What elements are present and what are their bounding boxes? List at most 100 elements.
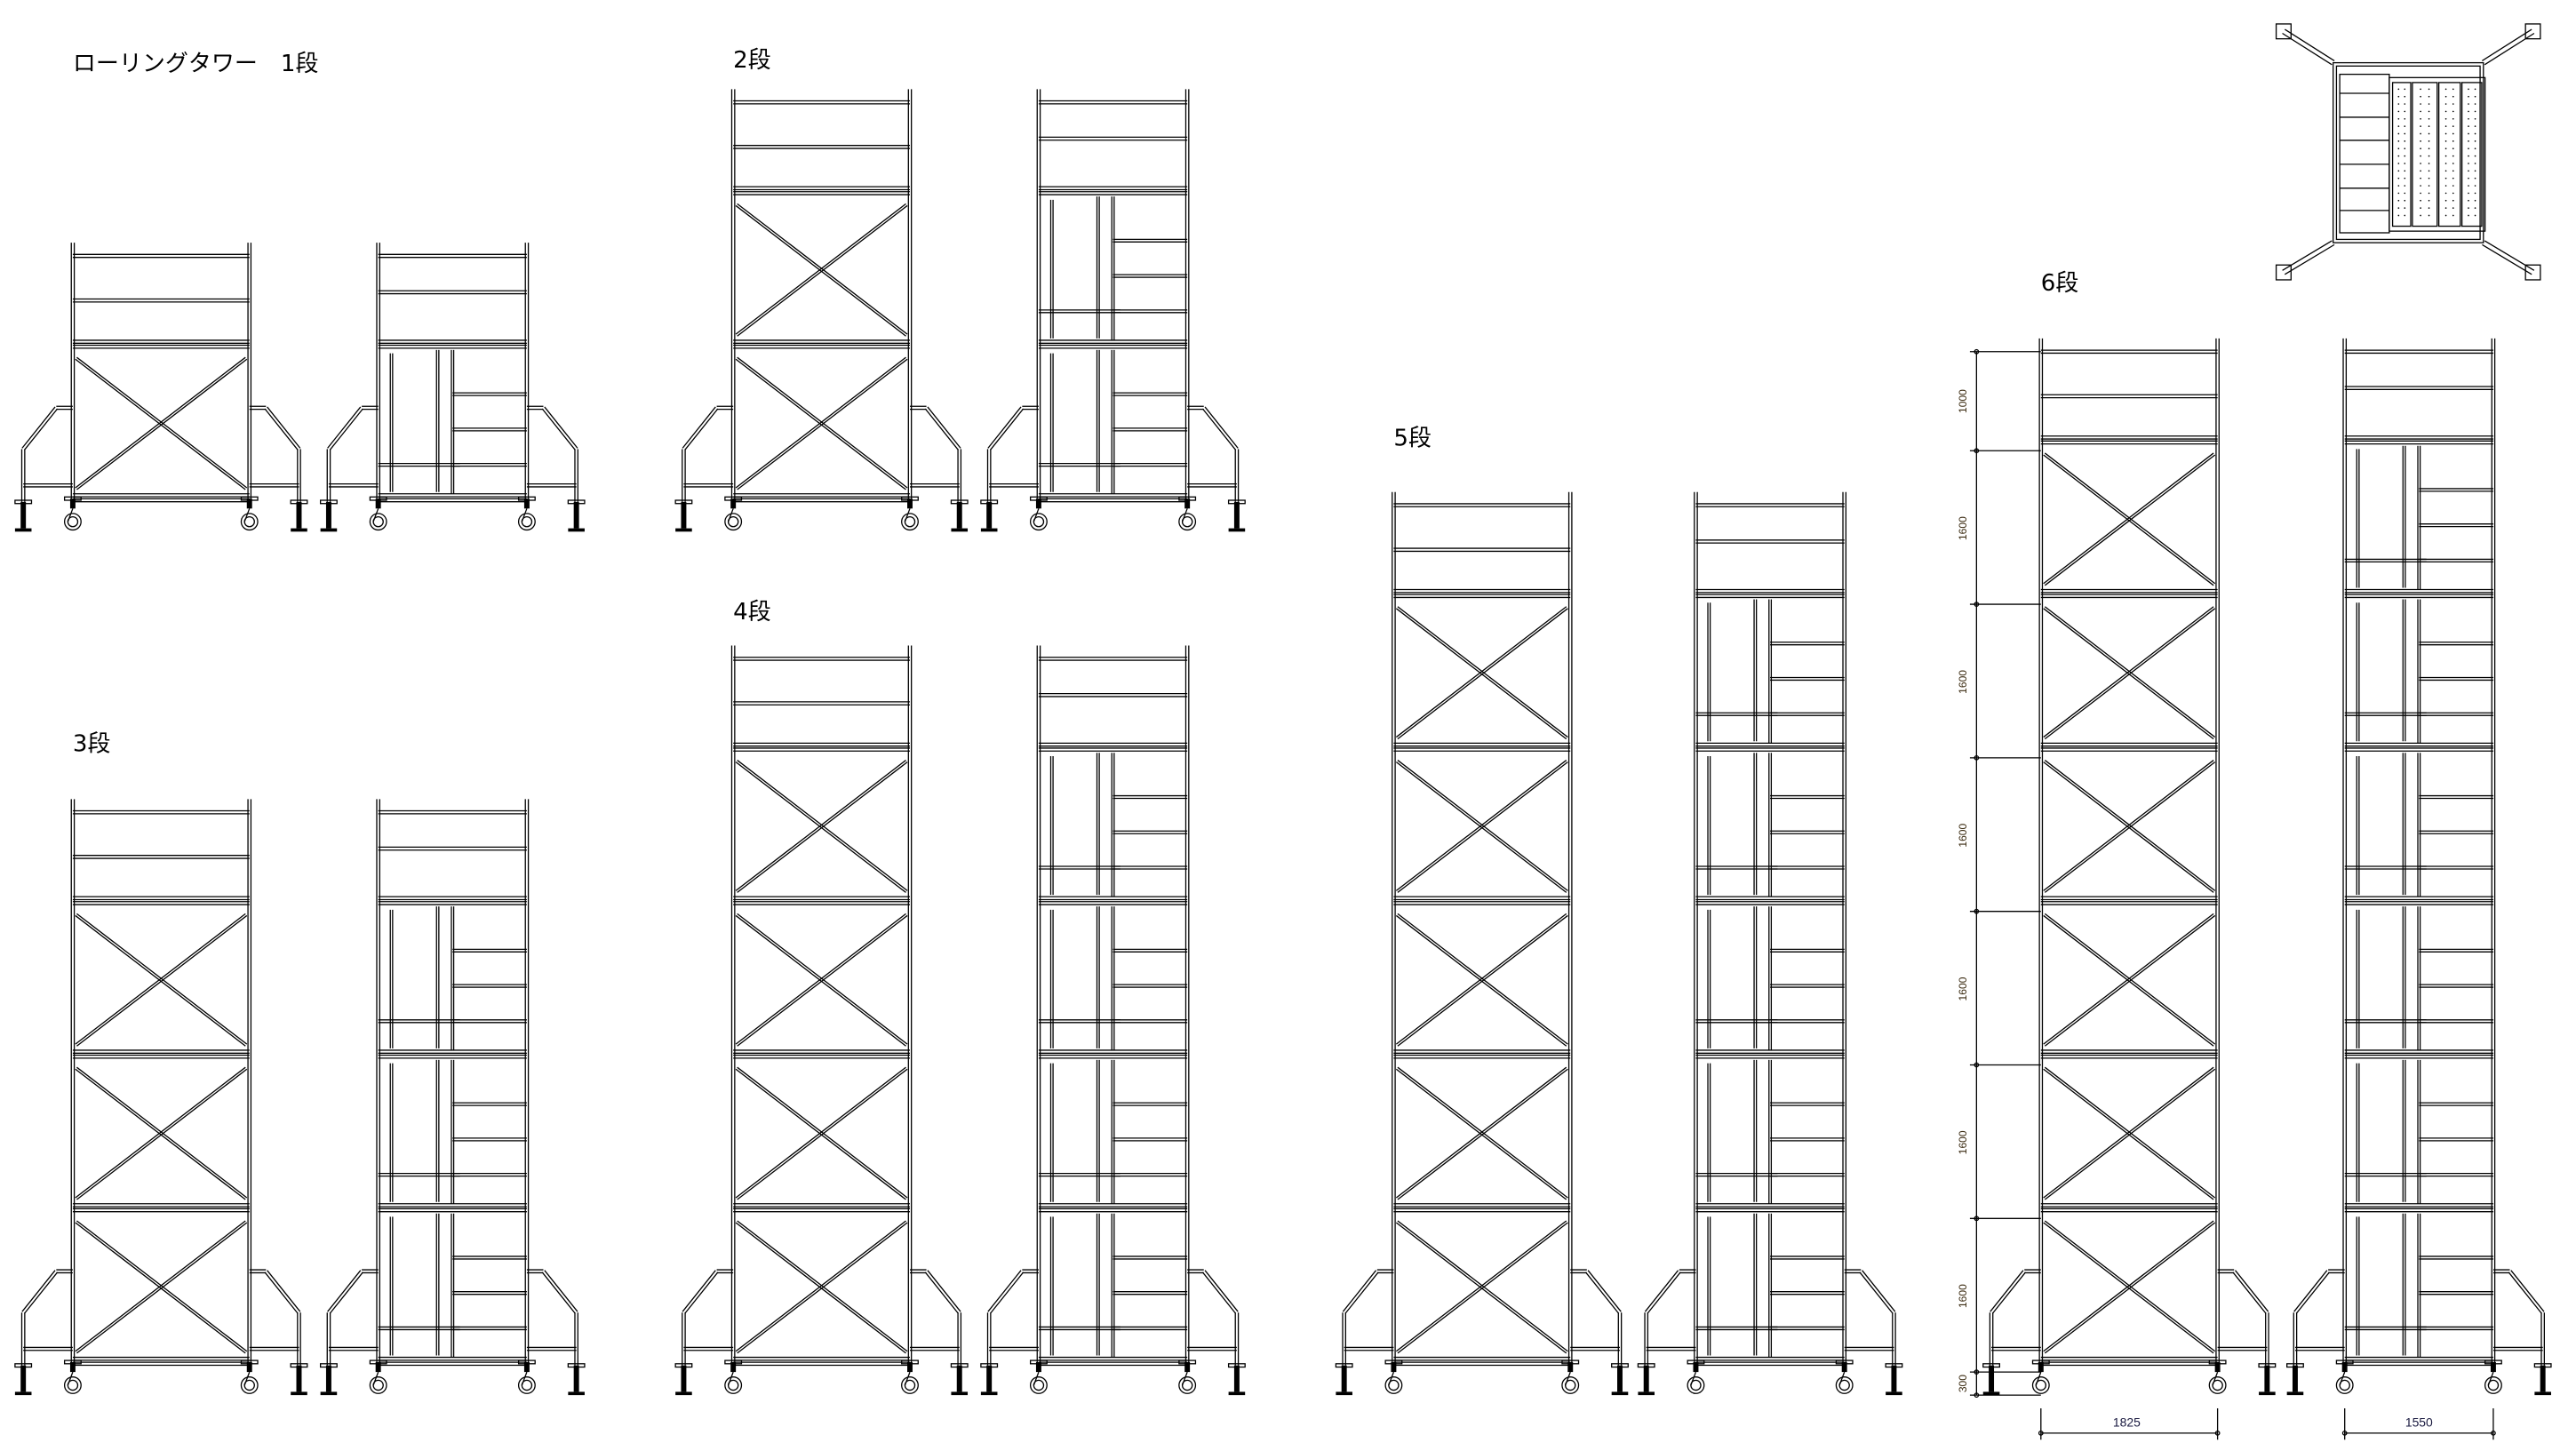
hatch-frame xyxy=(1695,1059,1778,1202)
hatch-post xyxy=(2356,449,2360,588)
outrigger-tie xyxy=(2492,1346,2543,1351)
outrigger-tie xyxy=(2294,1346,2345,1351)
frame-rail xyxy=(2344,1054,2493,1059)
ladder-panel xyxy=(1111,753,1188,897)
tower-side-view xyxy=(319,243,586,532)
outrigger xyxy=(249,1269,308,1396)
outrigger xyxy=(14,405,73,532)
outrigger-tie xyxy=(249,1346,299,1351)
outrigger-leg xyxy=(957,1312,962,1366)
caster-fork xyxy=(67,1371,74,1386)
dim-label: 1000 xyxy=(1957,389,1969,413)
tube-edge xyxy=(2043,452,2214,585)
caster-fork xyxy=(904,1371,911,1386)
jack-screw xyxy=(246,1361,252,1373)
frame-rail xyxy=(1038,1203,1188,1208)
hatch-post xyxy=(1707,602,1711,742)
dimension-tick xyxy=(1974,1216,1980,1222)
plan-deck-dot xyxy=(2444,117,2447,120)
hatch-post xyxy=(1753,906,1758,1048)
brace xyxy=(2043,1066,2216,1200)
hatch-frame xyxy=(1038,753,1121,896)
towers xyxy=(14,89,2552,1396)
tube-edge xyxy=(75,1066,246,1199)
jack-screw xyxy=(246,498,252,509)
outrigger-leg xyxy=(2293,1312,2298,1366)
outrigger-jack-plate xyxy=(1227,499,1246,505)
ladder-rung xyxy=(1113,238,1188,243)
frame-rail xyxy=(1393,1203,1571,1208)
tube-edge xyxy=(737,1220,908,1352)
ladder-stile xyxy=(2417,445,2421,590)
outrigger-leg xyxy=(574,449,578,502)
outrigger-arm xyxy=(716,405,734,411)
outrigger-leg xyxy=(1234,1312,1240,1366)
plan-deck-dot xyxy=(2474,185,2476,187)
outrigger xyxy=(319,1269,379,1396)
dimension-tick xyxy=(1974,602,1980,607)
plan-deck-dot xyxy=(2420,125,2421,127)
post xyxy=(376,799,380,1362)
ladder-rung xyxy=(2419,676,2493,682)
hatch-rail xyxy=(1695,712,1778,716)
outrigger-leg xyxy=(574,1312,578,1366)
plan-deck-dot xyxy=(2420,132,2421,135)
tube-edge xyxy=(2043,454,2214,586)
jack-plate xyxy=(369,1359,387,1365)
hatch-post xyxy=(2356,602,2360,742)
frame-rail xyxy=(378,901,527,905)
plan-deck-dot xyxy=(2474,170,2476,172)
frame-rail xyxy=(2344,440,2493,445)
brace xyxy=(75,913,248,1047)
ladder-stile xyxy=(1768,753,1773,897)
dim-label: 1600 xyxy=(1957,824,1969,848)
ladder-stile xyxy=(1111,906,1115,1050)
hatch-rail xyxy=(378,1019,460,1024)
plan-deck-dot xyxy=(2428,88,2430,91)
outrigger xyxy=(2492,1269,2552,1396)
top-guard-rail xyxy=(378,809,527,815)
tube-edge xyxy=(1991,1272,2027,1314)
outrigger-jack xyxy=(573,1365,579,1392)
plan-outrigger xyxy=(2282,240,2335,275)
outrigger-leg xyxy=(1342,1312,1346,1366)
caster-wheel-icon xyxy=(724,513,743,531)
ladder-rung xyxy=(1770,948,1845,953)
outrigger-arm xyxy=(1570,1269,1587,1274)
tube-edge xyxy=(76,1066,248,1199)
brace xyxy=(75,356,248,490)
dimension-tick xyxy=(1974,348,1980,355)
outrigger-tie xyxy=(1570,1346,1620,1351)
outrigger xyxy=(1187,1269,1246,1396)
tube-edge xyxy=(2284,243,2335,275)
brace xyxy=(2043,606,2216,740)
dimension-tick xyxy=(1974,1062,1980,1068)
dimension-lines xyxy=(1969,348,2496,1440)
tube-edge xyxy=(737,761,908,893)
tube-edge xyxy=(2043,1222,2214,1354)
plan-deck-dot xyxy=(2452,103,2454,105)
outrigger-strut xyxy=(987,406,1025,450)
dimension-tick xyxy=(2491,1430,2496,1436)
plan-deck-dot xyxy=(2397,185,2400,187)
outrigger-arm xyxy=(249,1269,267,1274)
tube-edge xyxy=(737,1222,908,1354)
jack-plate xyxy=(724,496,743,501)
outrigger-leg xyxy=(326,1312,331,1366)
frame-rail xyxy=(72,901,250,905)
tube-edge xyxy=(75,913,246,1045)
plan-deck-dot xyxy=(2468,95,2469,98)
plan-deck-dot xyxy=(2404,185,2406,187)
tube-edge xyxy=(1585,1272,1620,1314)
hatch-rail xyxy=(1038,462,1121,467)
tube-edge xyxy=(2284,28,2335,61)
hatch-post xyxy=(1707,1063,1711,1202)
tube-edge xyxy=(737,913,908,1045)
frame-rail xyxy=(733,742,910,747)
frame-rail xyxy=(2040,1208,2218,1213)
jack-screw xyxy=(2038,1361,2044,1373)
tube-edge xyxy=(76,358,248,490)
outrigger-leg xyxy=(1617,1312,1623,1366)
frame-rail xyxy=(2040,594,2218,599)
brace xyxy=(75,1066,248,1200)
